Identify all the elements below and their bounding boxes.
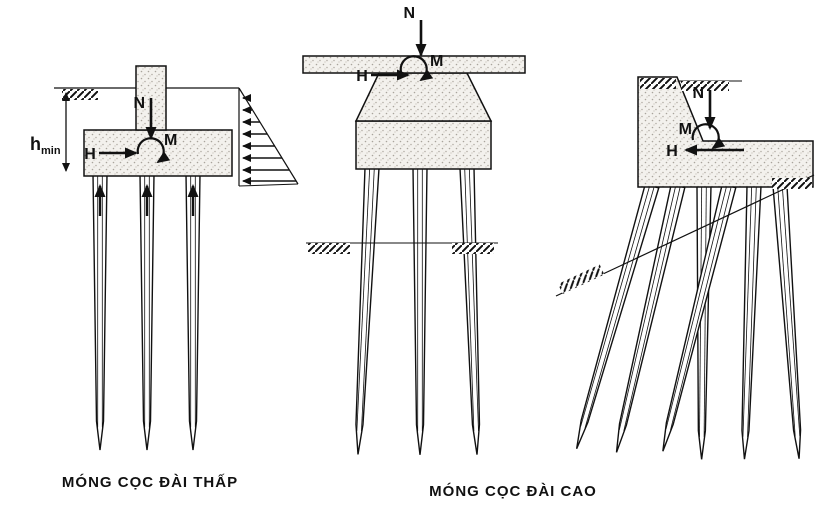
moment-label: M bbox=[679, 121, 692, 138]
caption-high-pile-cap: MÓNG CỌC ĐÀI CAO bbox=[429, 482, 597, 500]
hmin-dimension: hmin bbox=[30, 92, 70, 172]
moment-label: M bbox=[164, 132, 177, 149]
pile bbox=[350, 166, 380, 456]
hmin-label: hmin bbox=[30, 134, 61, 157]
pile bbox=[736, 185, 762, 461]
pile bbox=[772, 184, 807, 460]
horizontal-force-label: H bbox=[356, 68, 368, 85]
ground-hatch bbox=[640, 78, 676, 89]
axial-force-label: N bbox=[133, 95, 145, 112]
pedestal bbox=[354, 72, 493, 122]
ground-hatch bbox=[62, 89, 98, 100]
axial-force-label: N bbox=[692, 85, 704, 102]
ground-hatch bbox=[558, 264, 605, 294]
pile-reaction-arrows bbox=[94, 184, 199, 216]
ground-hatch bbox=[308, 243, 350, 254]
pile bbox=[459, 167, 485, 456]
low-pile-cap-diagram: hmin N M H bbox=[30, 65, 299, 451]
ground-hatch bbox=[772, 178, 812, 189]
ground-hatch bbox=[681, 81, 729, 91]
moment-label: M bbox=[430, 53, 443, 70]
pile-cap bbox=[355, 120, 492, 170]
horizontal-force-label: H bbox=[84, 146, 96, 163]
high-pile-cap-elevated-diagram: N M H bbox=[302, 5, 526, 456]
moment-arrow bbox=[136, 137, 171, 164]
horizontal-force-label: H bbox=[666, 143, 678, 160]
moment-arrow bbox=[691, 123, 726, 150]
high-pile-cap-battered-diagram: N M H bbox=[555, 76, 815, 461]
ground-hatch bbox=[452, 243, 494, 254]
axial-force-label: N bbox=[403, 5, 415, 22]
pile bbox=[412, 167, 428, 456]
moment-arrow bbox=[399, 55, 434, 82]
pile-cap-abutment bbox=[637, 76, 814, 188]
lateral-earth-pressure-triangle bbox=[238, 87, 299, 187]
deck-beam bbox=[302, 55, 526, 74]
caption-low-pile-cap: MÓNG CỌC ĐÀI THẤP bbox=[62, 473, 238, 491]
